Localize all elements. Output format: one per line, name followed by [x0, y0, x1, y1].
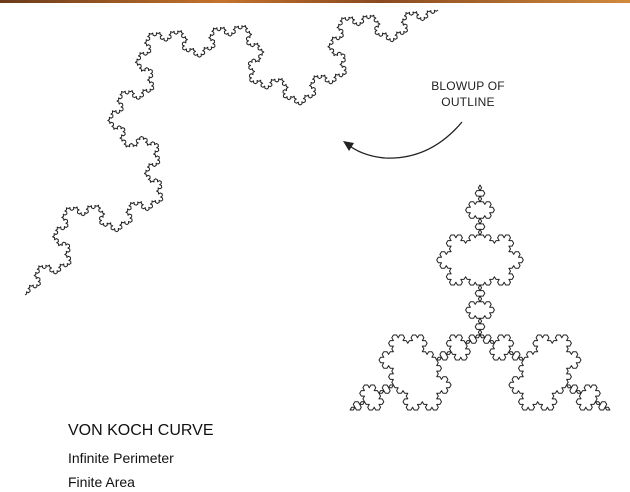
area-label: Finite Area	[68, 474, 135, 490]
arrowhead-icon	[343, 141, 354, 151]
annotation-line-2: OUTLINE	[418, 94, 518, 110]
curved-arrow-icon	[347, 122, 462, 158]
curve-title: VON KOCH CURVE	[68, 422, 214, 440]
annotation-line-1: BLOWUP OF	[418, 78, 518, 94]
perimeter-label: Infinite Perimeter	[68, 450, 174, 466]
koch-curve-blowup	[25, 10, 438, 295]
koch-snowflake	[350, 185, 610, 410]
